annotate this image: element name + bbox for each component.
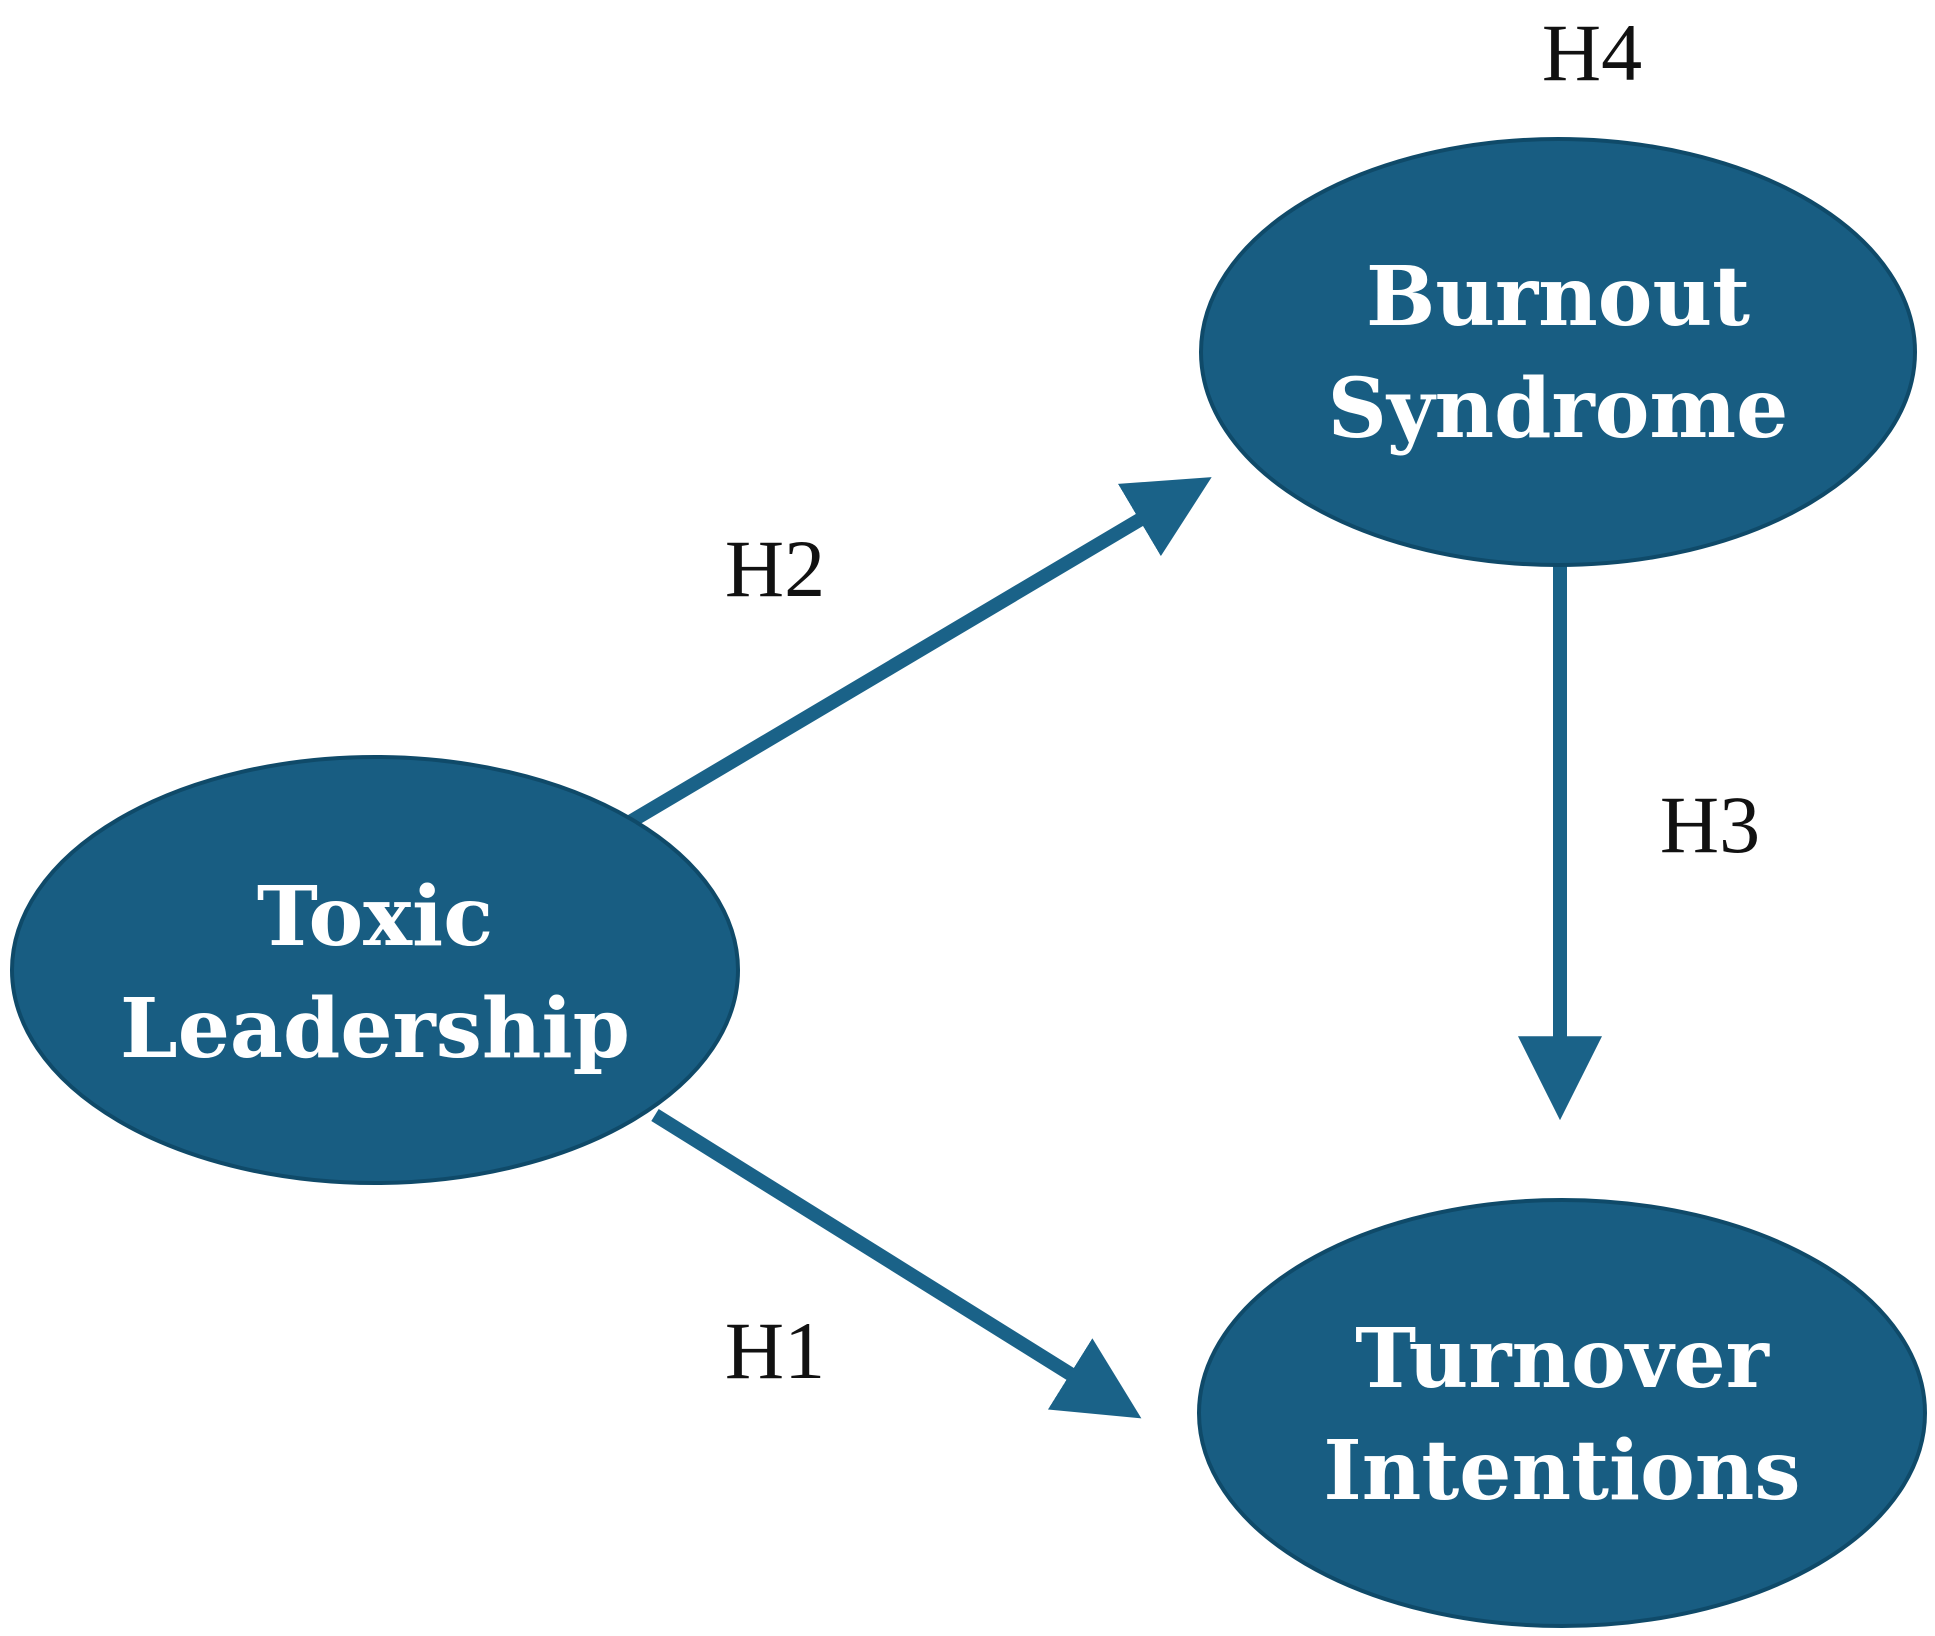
arrow-h1-toxic-to-turnover <box>651 1109 1142 1419</box>
hypothesis-label-h1: H1 <box>725 1305 825 1396</box>
node-toxic-leadership: Toxic Leadership <box>10 755 740 1185</box>
node-toxic-leadership-line2: Leadership <box>120 981 630 1077</box>
node-turnover-intentions-line2: Intentions <box>1323 1423 1800 1519</box>
hypothesis-label-h4: H4 <box>1542 7 1642 98</box>
hypothesis-label-h3: H3 <box>1660 779 1760 870</box>
node-toxic-leadership-line1: Toxic <box>257 869 493 965</box>
node-turnover-intentions: Turnover Intentions <box>1197 1198 1927 1628</box>
node-burnout-syndrome-line2: Syndrome <box>1328 361 1789 457</box>
node-burnout-syndrome: Burnout Syndrome <box>1199 137 1917 567</box>
node-turnover-intentions-line1: Turnover <box>1355 1311 1770 1407</box>
arrow-h2-toxic-to-burnout <box>626 477 1212 829</box>
node-burnout-syndrome-line1: Burnout <box>1366 249 1750 345</box>
hypothesis-label-h2: H2 <box>725 523 825 614</box>
